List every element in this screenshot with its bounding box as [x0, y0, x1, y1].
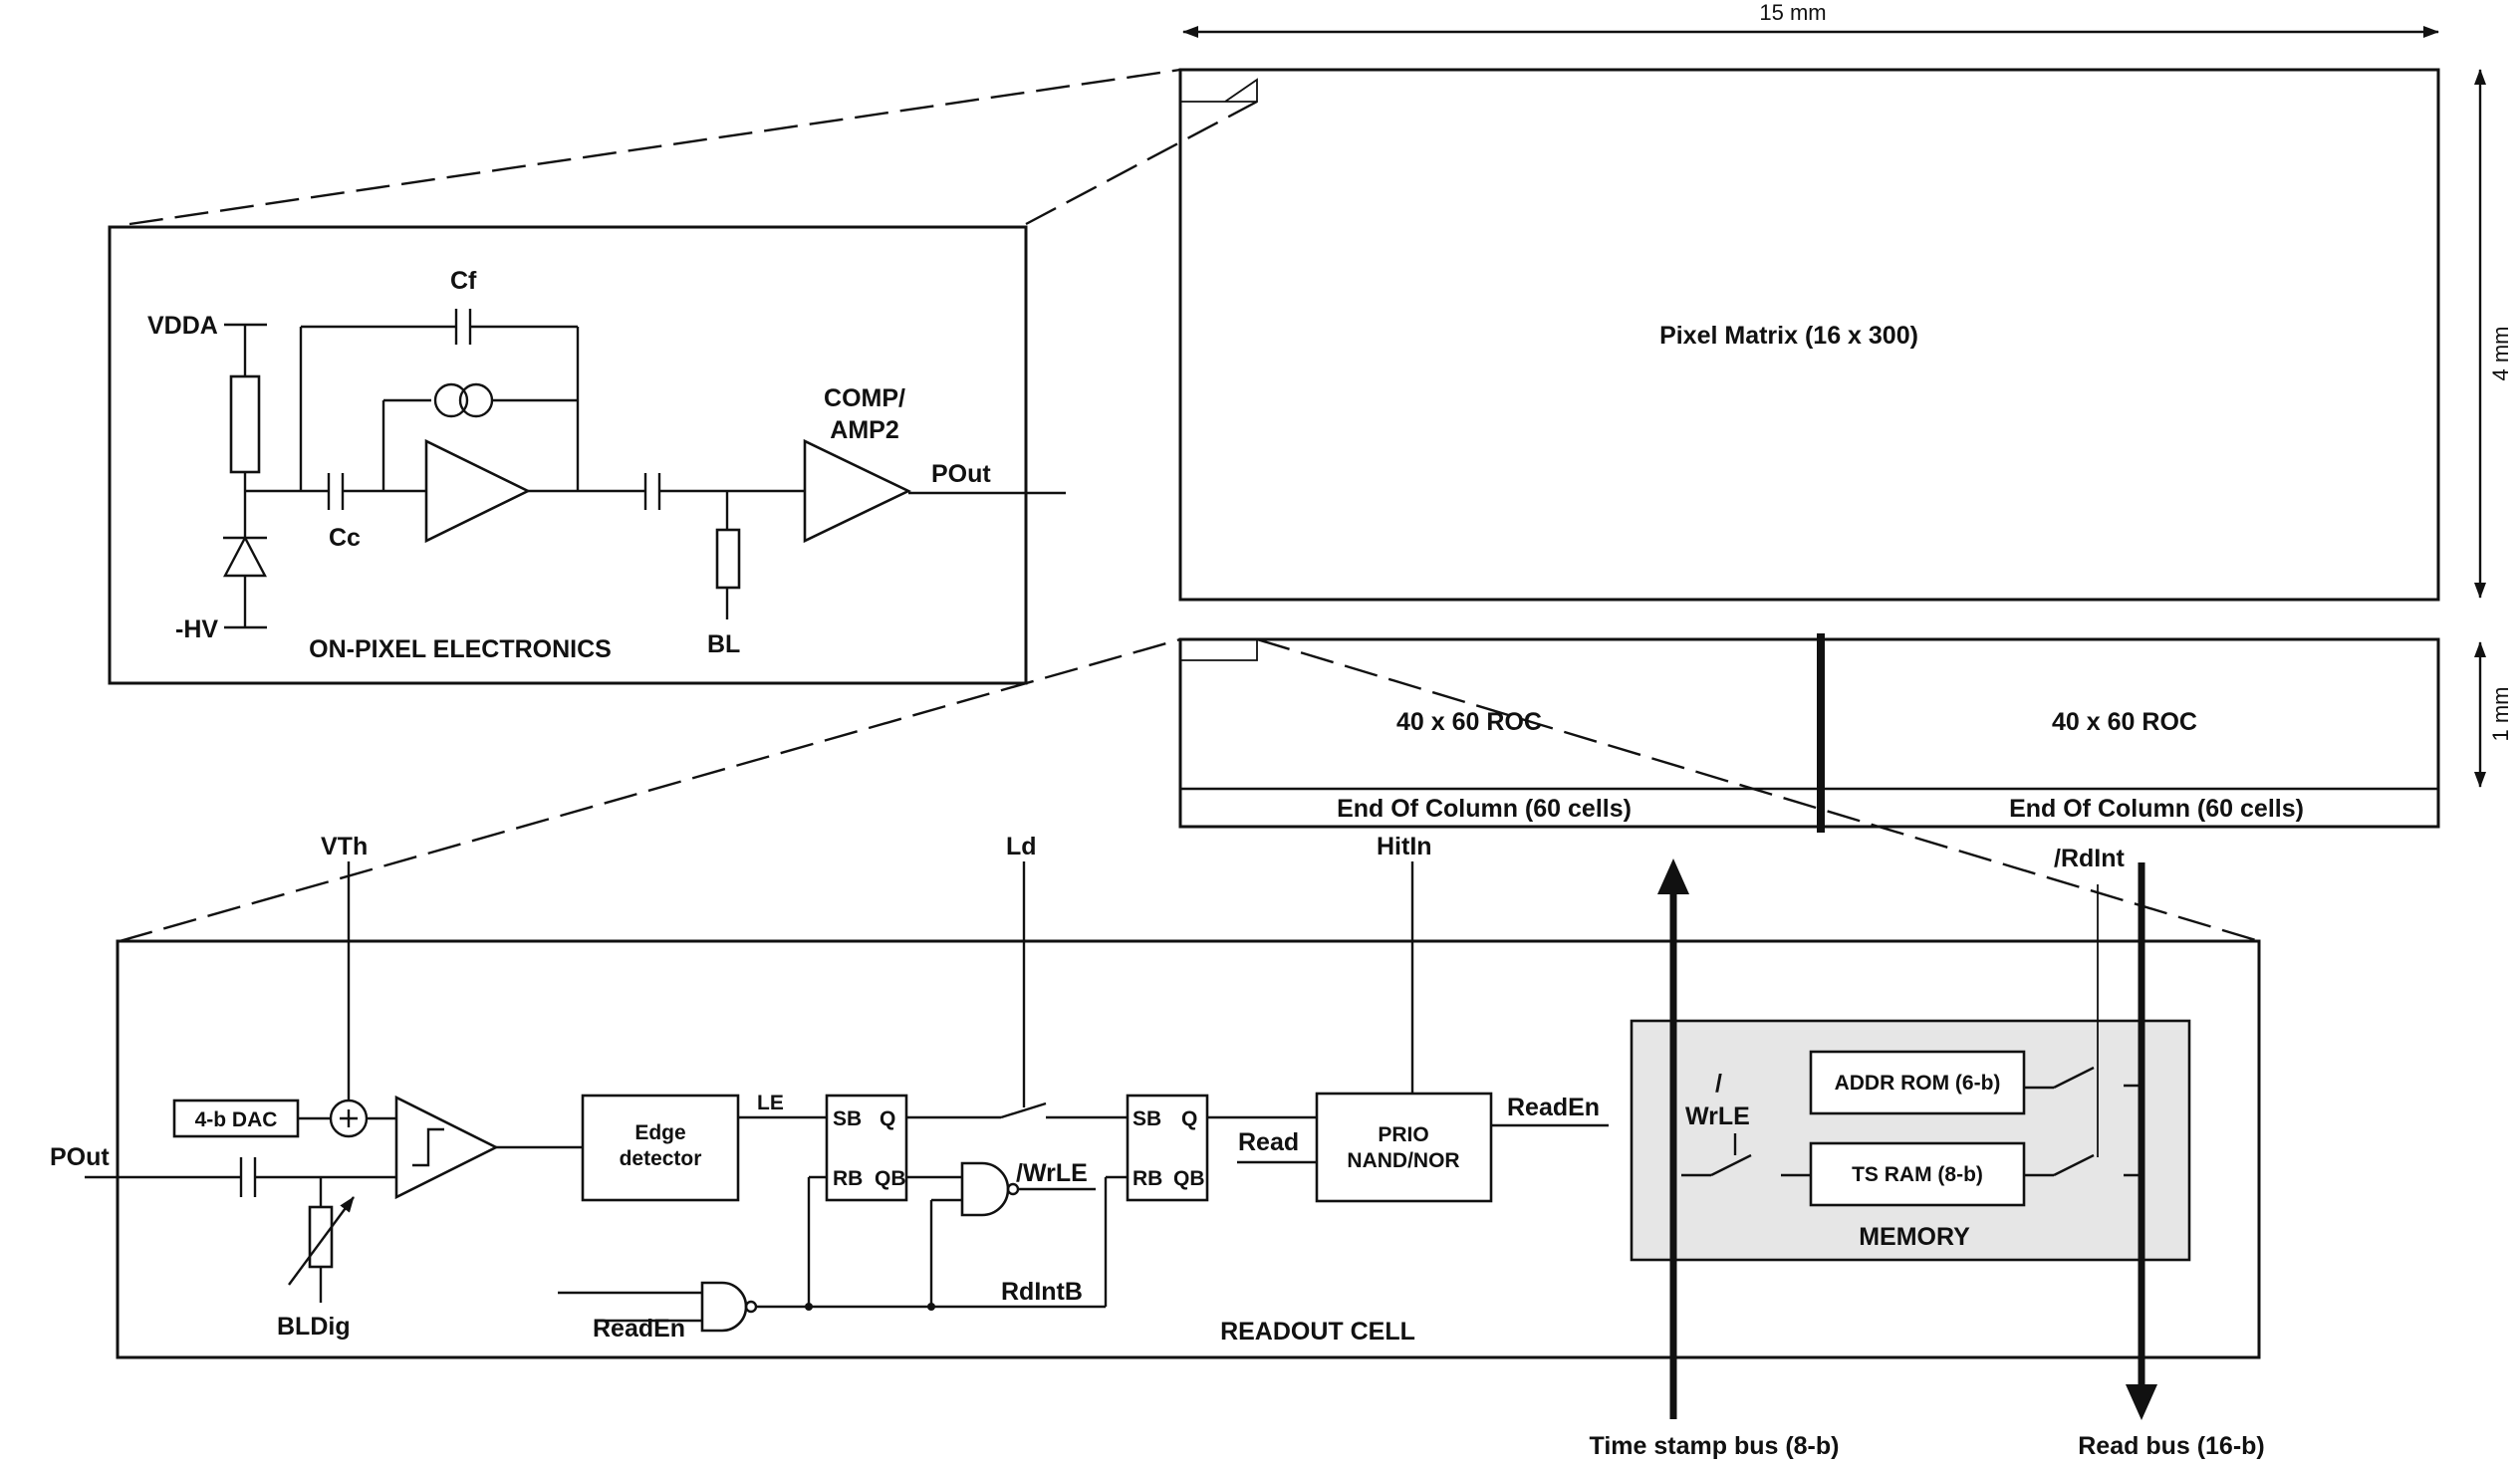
timestamp-bus-arrowhead: [1657, 858, 1689, 894]
prio-box: [1315, 1092, 1493, 1203]
pixel-zoom-marker: [1180, 78, 1258, 103]
roc-box: [1178, 637, 2440, 829]
readen-in-label: ReadEn: [593, 1315, 685, 1343]
edge-label-1: Edge: [634, 1121, 685, 1144]
roc-height-label: 1 mm: [2488, 687, 2513, 742]
wrle-nand-gate: [960, 1161, 1010, 1217]
edge-label-2: detector: [620, 1147, 702, 1170]
readen-nand-gate: [700, 1281, 748, 1333]
roc-left-label: 40 x 60 ROC: [1396, 708, 1542, 736]
hitin-label: HitIn: [1377, 833, 1432, 860]
on-pixel-electronics-box: [108, 225, 1028, 685]
latch1-q: Q: [880, 1107, 895, 1130]
latch2-box: [1126, 1094, 1209, 1202]
ram-switch-blade: [2053, 1153, 2095, 1177]
eoc-right-label: End Of Column (60 cells): [2009, 795, 2304, 823]
bias-resistor: [229, 374, 261, 474]
readen-out-label: ReadEn: [1507, 1094, 1600, 1121]
bl-label: BL: [707, 630, 740, 658]
memory-title: MEMORY: [1859, 1223, 1970, 1251]
hv-label: -HV: [175, 615, 218, 643]
read-label: Read: [1238, 1128, 1299, 1156]
readout-cell-title: READOUT CELL: [1220, 1318, 1415, 1346]
wrle-switch-slash: /: [1715, 1070, 1722, 1098]
dac-box: [172, 1099, 300, 1138]
edge-detector-box: [581, 1094, 740, 1202]
timestamp-bus-label: Time stamp bus (8-b): [1590, 1432, 1840, 1460]
comparator-triangle: [394, 1095, 499, 1200]
bl-resistor: [715, 528, 741, 590]
readen-nand-bubble: [744, 1300, 758, 1314]
on-pixel-title: ON-PIXEL ELECTRONICS: [309, 635, 612, 663]
roc-zoom-marker: [1180, 639, 1258, 661]
junction-dot-2: [927, 1303, 935, 1311]
amp2-triangle: [803, 438, 912, 544]
current-source-icon-2: [458, 382, 494, 418]
prio-label-2: NAND/NOR: [1347, 1149, 1459, 1172]
cc-label: Cc: [329, 524, 361, 552]
readout-cell-box: [116, 939, 2261, 1359]
preamp-triangle: [424, 438, 531, 544]
vth-label: VTh: [321, 833, 368, 860]
pout-label-readout: POut: [50, 1143, 110, 1171]
addr-rom-box: [1809, 1050, 2026, 1115]
matrix-height-label: 4 mm: [2488, 327, 2513, 381]
amp2-label: AMP2: [830, 416, 898, 444]
current-source-icon: [433, 382, 469, 418]
prio-label-1: PRIO: [1378, 1123, 1428, 1146]
latch1-rb: RB: [833, 1167, 863, 1190]
ld-label: Ld: [1006, 833, 1037, 860]
junction-dot-1: [805, 1303, 813, 1311]
ts-ram-label: TS RAM (8-b): [1852, 1163, 1983, 1186]
ld-switch: [1000, 1102, 1047, 1119]
bldig-resistor: [308, 1205, 334, 1269]
width-dimension-label: 15 mm: [1759, 0, 1826, 25]
bldig-adjust-arrow: [288, 1196, 355, 1286]
le-label: LE: [757, 1092, 784, 1114]
latch2-rb: RB: [1133, 1167, 1162, 1190]
latch2-q: Q: [1181, 1107, 1197, 1130]
pixel-matrix-title: Pixel Matrix (16 x 300): [1659, 322, 1918, 350]
zoom-line-pixel-top: [128, 68, 1181, 226]
bldig-label: BLDig: [277, 1313, 351, 1341]
dac-label: 4-b DAC: [195, 1108, 278, 1131]
latch1-qb: QB: [875, 1167, 906, 1190]
cf-label: Cf: [450, 267, 477, 295]
wrle-label: /WrLE: [1016, 1159, 1088, 1187]
eoc-left-label: End Of Column (60 cells): [1337, 795, 1632, 823]
latch1-sb: SB: [833, 1107, 862, 1130]
addr-rom-label: ADDR ROM (6-b): [1835, 1072, 2001, 1095]
vdda-label: VDDA: [147, 312, 218, 340]
read-bus-label: Read bus (16-b): [2078, 1432, 2265, 1460]
latch2-qb: QB: [1173, 1167, 1205, 1190]
read-bus-arrowhead: [2126, 1384, 2157, 1420]
zoom-line-roc-right: [1256, 637, 2260, 943]
latch1-box: [825, 1094, 908, 1202]
zoom-line-roc-left: [119, 637, 1181, 943]
pixel-matrix-box: [1178, 68, 2440, 602]
rdintb-label: RdIntB: [1001, 1278, 1083, 1306]
hysteresis-icon: [412, 1127, 444, 1167]
zoom-line-pixel-bottom: [1025, 100, 1258, 226]
comp-label: COMP/: [824, 384, 905, 412]
memory-box: [1630, 1019, 2191, 1262]
rom-switch-blade: [2053, 1066, 2095, 1090]
wrle-switch-blade: [1710, 1153, 1752, 1177]
latch2-sb: SB: [1133, 1107, 1161, 1130]
pout-label-top: POut: [931, 460, 991, 488]
sensor-diode-icon: [223, 535, 267, 578]
roc-right-label: 40 x 60 ROC: [2052, 708, 2197, 736]
wrle-switch-label: WrLE: [1685, 1102, 1750, 1130]
rdint-label: /RdInt: [2054, 845, 2125, 872]
